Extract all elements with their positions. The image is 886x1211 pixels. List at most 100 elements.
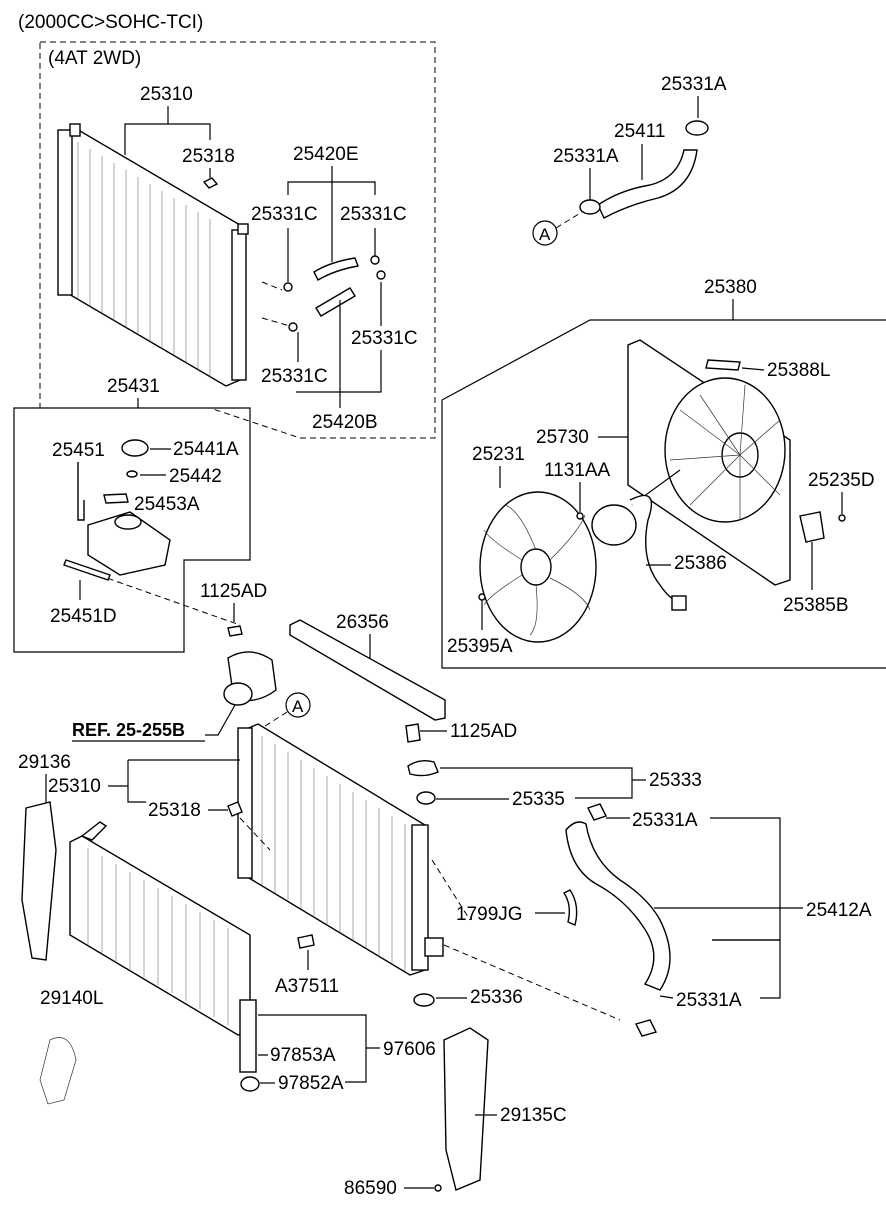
housing-outlet-icon [223, 682, 253, 706]
part-26356: 26356 [336, 612, 389, 633]
part-25310-top: 25310 [140, 84, 193, 105]
part-25331A-top: 25331A [661, 74, 727, 95]
clamp-25331A-left-icon [579, 199, 601, 215]
part-25412A: 25412A [806, 900, 872, 921]
part-25386: 25386 [674, 553, 727, 574]
part-25730: 25730 [536, 427, 589, 448]
rod-25451-icon [77, 462, 85, 521]
screw-1131AA-icon [576, 512, 584, 520]
part-25318-main: 25318 [148, 800, 201, 821]
part-25331A-low2: 25331A [676, 990, 742, 1011]
connector-25386-icon [671, 595, 687, 611]
cap-97852A-icon [240, 1076, 260, 1092]
condenser-drawing [69, 821, 257, 1073]
part-1125AD-2: 1125AD [450, 721, 517, 742]
hose-25411-icon [597, 149, 698, 219]
clamp-25331C-1-icon [283, 282, 293, 292]
main-bolt-dash [239, 817, 271, 851]
clamp-25331C-2-icon [370, 255, 380, 265]
part-25331A-left: 25331A [553, 146, 619, 167]
hose-route-dashes [261, 281, 291, 327]
engine-label: (2000CC>SOHC-TCI) [18, 12, 203, 33]
callout-a-top-label: A [539, 225, 551, 244]
part-29135C: 29135C [500, 1105, 567, 1126]
part-25442: 25442 [169, 466, 222, 487]
guard-29136-icon [21, 801, 57, 961]
wiring-25386-icon [629, 494, 681, 603]
bolt-25318-top-icon [202, 177, 219, 189]
part-25331C-4: 25331C [351, 328, 418, 349]
part-25335: 25335 [512, 789, 565, 810]
motor-icon [591, 504, 637, 546]
part-25453A: 25453A [134, 494, 200, 515]
screw-25235D-icon [838, 514, 846, 522]
leader-25331A-low2 [659, 939, 781, 999]
screw-25395A-icon [478, 593, 486, 601]
clip-86590-icon [434, 1184, 442, 1192]
clamp-25331A-top-icon [685, 120, 709, 136]
part-25235D: 25235D [808, 470, 875, 491]
clamp-25331C-3-icon [288, 322, 298, 332]
hose-25420B-icon [315, 287, 356, 317]
part-25331C-1: 25331C [251, 204, 318, 225]
grommet-25335-icon [416, 791, 436, 805]
clamp-25331A-low1-icon [587, 803, 607, 821]
part-86590: 86590 [344, 1178, 397, 1199]
resistor-25385B-icon [799, 511, 825, 543]
clamp-25331A-low2-icon [634, 1019, 658, 1037]
bolt-1125AD-1-icon [227, 625, 243, 637]
part-25388L: 25388L [767, 360, 830, 381]
part-25231: 25231 [472, 444, 525, 465]
callout-a-main-dash [261, 711, 288, 729]
leader-25420B [296, 300, 382, 408]
part-25336: 25336 [470, 987, 523, 1008]
part-25451D: 25451D [50, 606, 117, 627]
clip-1799JG-icon [562, 889, 578, 926]
leader-25388L [741, 367, 765, 371]
part-1799JG: 1799JG [456, 904, 523, 925]
part-29136: 29136 [18, 752, 71, 773]
bracket-25451D-icon [63, 559, 111, 581]
fan-shroud-drawing [627, 339, 791, 586]
bolt-25318-main-icon [227, 801, 243, 817]
part-97852A: 97852A [278, 1073, 344, 1094]
part-25318-top: 25318 [182, 146, 235, 167]
ref-label: REF. 25-255B [72, 720, 185, 740]
label-25453A-icon [103, 493, 129, 504]
part-25331C-3: 25331C [261, 366, 328, 387]
leader-25333 [440, 767, 646, 799]
bolt-A37511-icon [297, 934, 315, 949]
mount-25336-icon [413, 993, 435, 1007]
part-25331A-low1: 25331A [632, 810, 698, 831]
leader-25412A [654, 817, 803, 941]
part-25385B: 25385B [783, 595, 849, 616]
reservoir-tank-icon [87, 511, 171, 576]
variant-label: (4AT 2WD) [48, 48, 141, 69]
oring-25442-icon [126, 470, 138, 478]
part-25331C-2: 25331C [340, 204, 407, 225]
part-25380: 25380 [704, 277, 757, 298]
part-25411: 25411 [614, 121, 665, 142]
hose-25412A-icon [565, 821, 671, 991]
lower-hose-route-dash [431, 859, 621, 1021]
part-97606: 97606 [383, 1039, 436, 1060]
part-25451: 25451 [52, 440, 105, 461]
leader-25420E [287, 166, 376, 262]
leader-25310-main [108, 759, 240, 803]
part-25420B: 25420B [312, 412, 378, 433]
callout-a-main-label: A [292, 697, 304, 716]
reservoir-section-boundary [13, 407, 251, 653]
hose-25420E-icon [313, 257, 359, 281]
part-1125AD-1: 1125AD [200, 581, 267, 602]
label-25388L-icon [705, 359, 741, 371]
part-A37511: A37511 [275, 976, 339, 997]
fan-blade-25231-drawing [479, 491, 597, 643]
part-25333: 25333 [649, 770, 702, 791]
part-97853A: 97853A [270, 1045, 336, 1066]
guard-29135C-icon [443, 1027, 489, 1191]
bar-26356-icon [289, 619, 446, 721]
part-29140L: 29140L [40, 988, 103, 1009]
callout-a-main [285, 692, 311, 718]
